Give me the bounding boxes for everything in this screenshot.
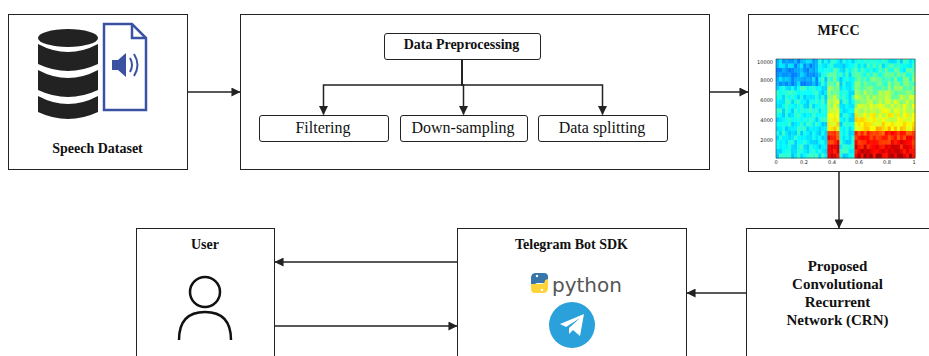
flow-arrow [188,91,240,93]
group-box: Data PreprocessingFiltering Down-sampling… [240,14,710,170]
process-box: Telegram Bot SDK python [457,228,687,356]
process-box: Data splitting [538,115,668,142]
process-box: Proposed Convolutional Recurrent Network… [746,228,929,356]
flow-arrow [838,172,840,228]
axis-tick: 4000 [760,118,773,123]
axis-tick: 1 [912,160,915,165]
flow-arrow [275,261,457,263]
axis-tick: 0 [774,160,777,165]
process-box: Down-sampling [400,115,528,142]
process-box: Filtering [259,115,389,142]
node-label: User [140,237,270,254]
flow-arrow [324,60,463,115]
node-label: Speech Dataset [13,141,183,158]
axis-tick: 0.2 [800,160,808,165]
node-label: Telegram Bot SDK [462,237,682,254]
process-box: Speech Dataset [8,14,188,170]
axis-tick: 8000 [760,78,773,83]
process-box: Data Preprocessing [384,33,541,60]
node-label: Data Preprocessing [387,37,537,54]
database-icon [38,29,98,119]
flow-arrow [462,60,603,115]
spectrogram [776,59,915,158]
node-label: Down-sampling [401,118,525,137]
node-label: Filtering [261,118,385,137]
python-logo [531,273,548,293]
process-box: User [136,228,275,356]
telegram-logo [549,302,595,348]
process-box: MFCC [748,14,929,172]
axis-tick: 0.6 [855,160,863,165]
node-label: Data splitting [540,118,664,137]
axis-tick: 0.4 [828,160,836,165]
flow-arrow [687,292,746,294]
axis-tick: 0.8 [883,160,891,165]
axis-tick: 2000 [760,138,773,143]
audio-file-icon [104,24,146,110]
node-label: MFCC [759,23,919,40]
axis-tick: 6000 [760,98,773,103]
node-label: Proposed Convolutional Recurrent Network… [777,257,899,329]
logo-text: python [552,273,632,297]
flow-arrow [275,325,457,327]
axis-tick: 10000 [757,60,773,65]
flow-arrow [710,91,748,93]
spectrogram-frame [776,59,915,158]
person-icon [179,277,231,340]
